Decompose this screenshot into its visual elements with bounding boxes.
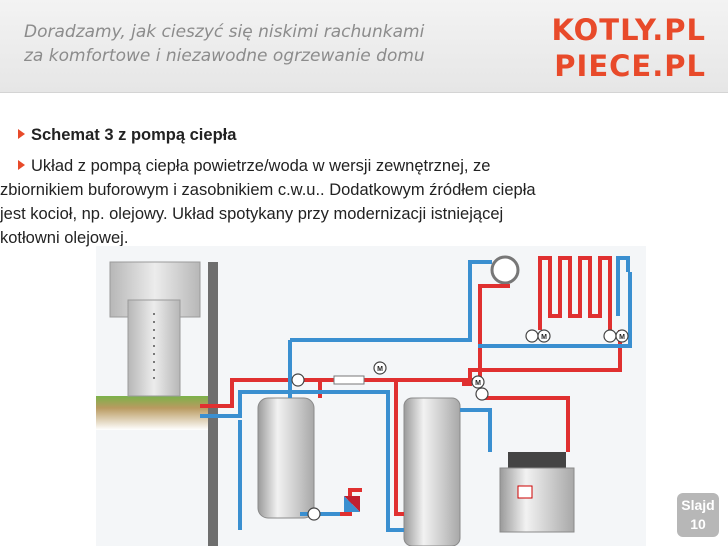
body-line-1: Układ z pompą ciepła powietrze/woda w we… <box>31 157 491 175</box>
tagline: Doradzamy, jak cieszyć się niskimi rachu… <box>24 20 504 68</box>
header-band: Doradzamy, jak cieszyć się niskimi rachu… <box>0 0 728 93</box>
valve-labels: M M M M <box>377 334 625 387</box>
heading-bullet: Schemat 3 z pompą ciepła <box>18 123 236 147</box>
logo-line-2: PIECE.PL <box>554 49 706 83</box>
mixing-valve-icons <box>373 329 629 389</box>
body-bullet: Układ z pompą ciepła powietrze/woda w we… <box>0 154 708 250</box>
logo-line-1: KOTLY.PL <box>551 13 706 47</box>
thermostat-icon <box>490 255 520 285</box>
flow-meter-icon <box>333 375 365 385</box>
heating-schematic: M M M M <box>96 246 646 546</box>
oil-boiler <box>499 452 575 533</box>
valve-label-2: M <box>475 380 481 387</box>
hot-water-cylinder <box>403 397 461 546</box>
tagline-line-2: za komfortowe i niezawodne ogrzewanie do… <box>24 46 425 66</box>
valve-label-1: M <box>377 366 383 373</box>
body-line-3: jest kocioł, np. olejowy. Układ spotykan… <box>0 205 504 223</box>
slide-number: 10 <box>690 516 706 532</box>
buffer-tank <box>257 397 315 519</box>
cold-pipes <box>200 256 632 532</box>
pump-icons <box>291 329 617 521</box>
slide-number-badge: Slajd 10 <box>677 493 719 537</box>
body-line-4: kotłowni olejowej. <box>0 229 129 247</box>
valve-label-4: M <box>619 334 625 341</box>
heat-pump-unit <box>109 261 201 397</box>
slide-label: Slajd <box>681 497 715 513</box>
logo: KOTLY.PL PIECE.PL <box>551 12 706 84</box>
body-line-2: zbiornikiem buforowym i zasobnikiem c.w.… <box>0 181 536 199</box>
hot-pipes <box>200 256 622 516</box>
valve-label-3: M <box>541 334 547 341</box>
tagline-line-1: Doradzamy, jak cieszyć się niskimi rachu… <box>24 22 425 42</box>
slide-heading: Schemat 3 z pompą ciepła <box>31 126 237 144</box>
bullet-arrow-icon <box>18 129 25 139</box>
ground <box>96 396 208 430</box>
bullet-arrow-icon <box>18 160 25 170</box>
